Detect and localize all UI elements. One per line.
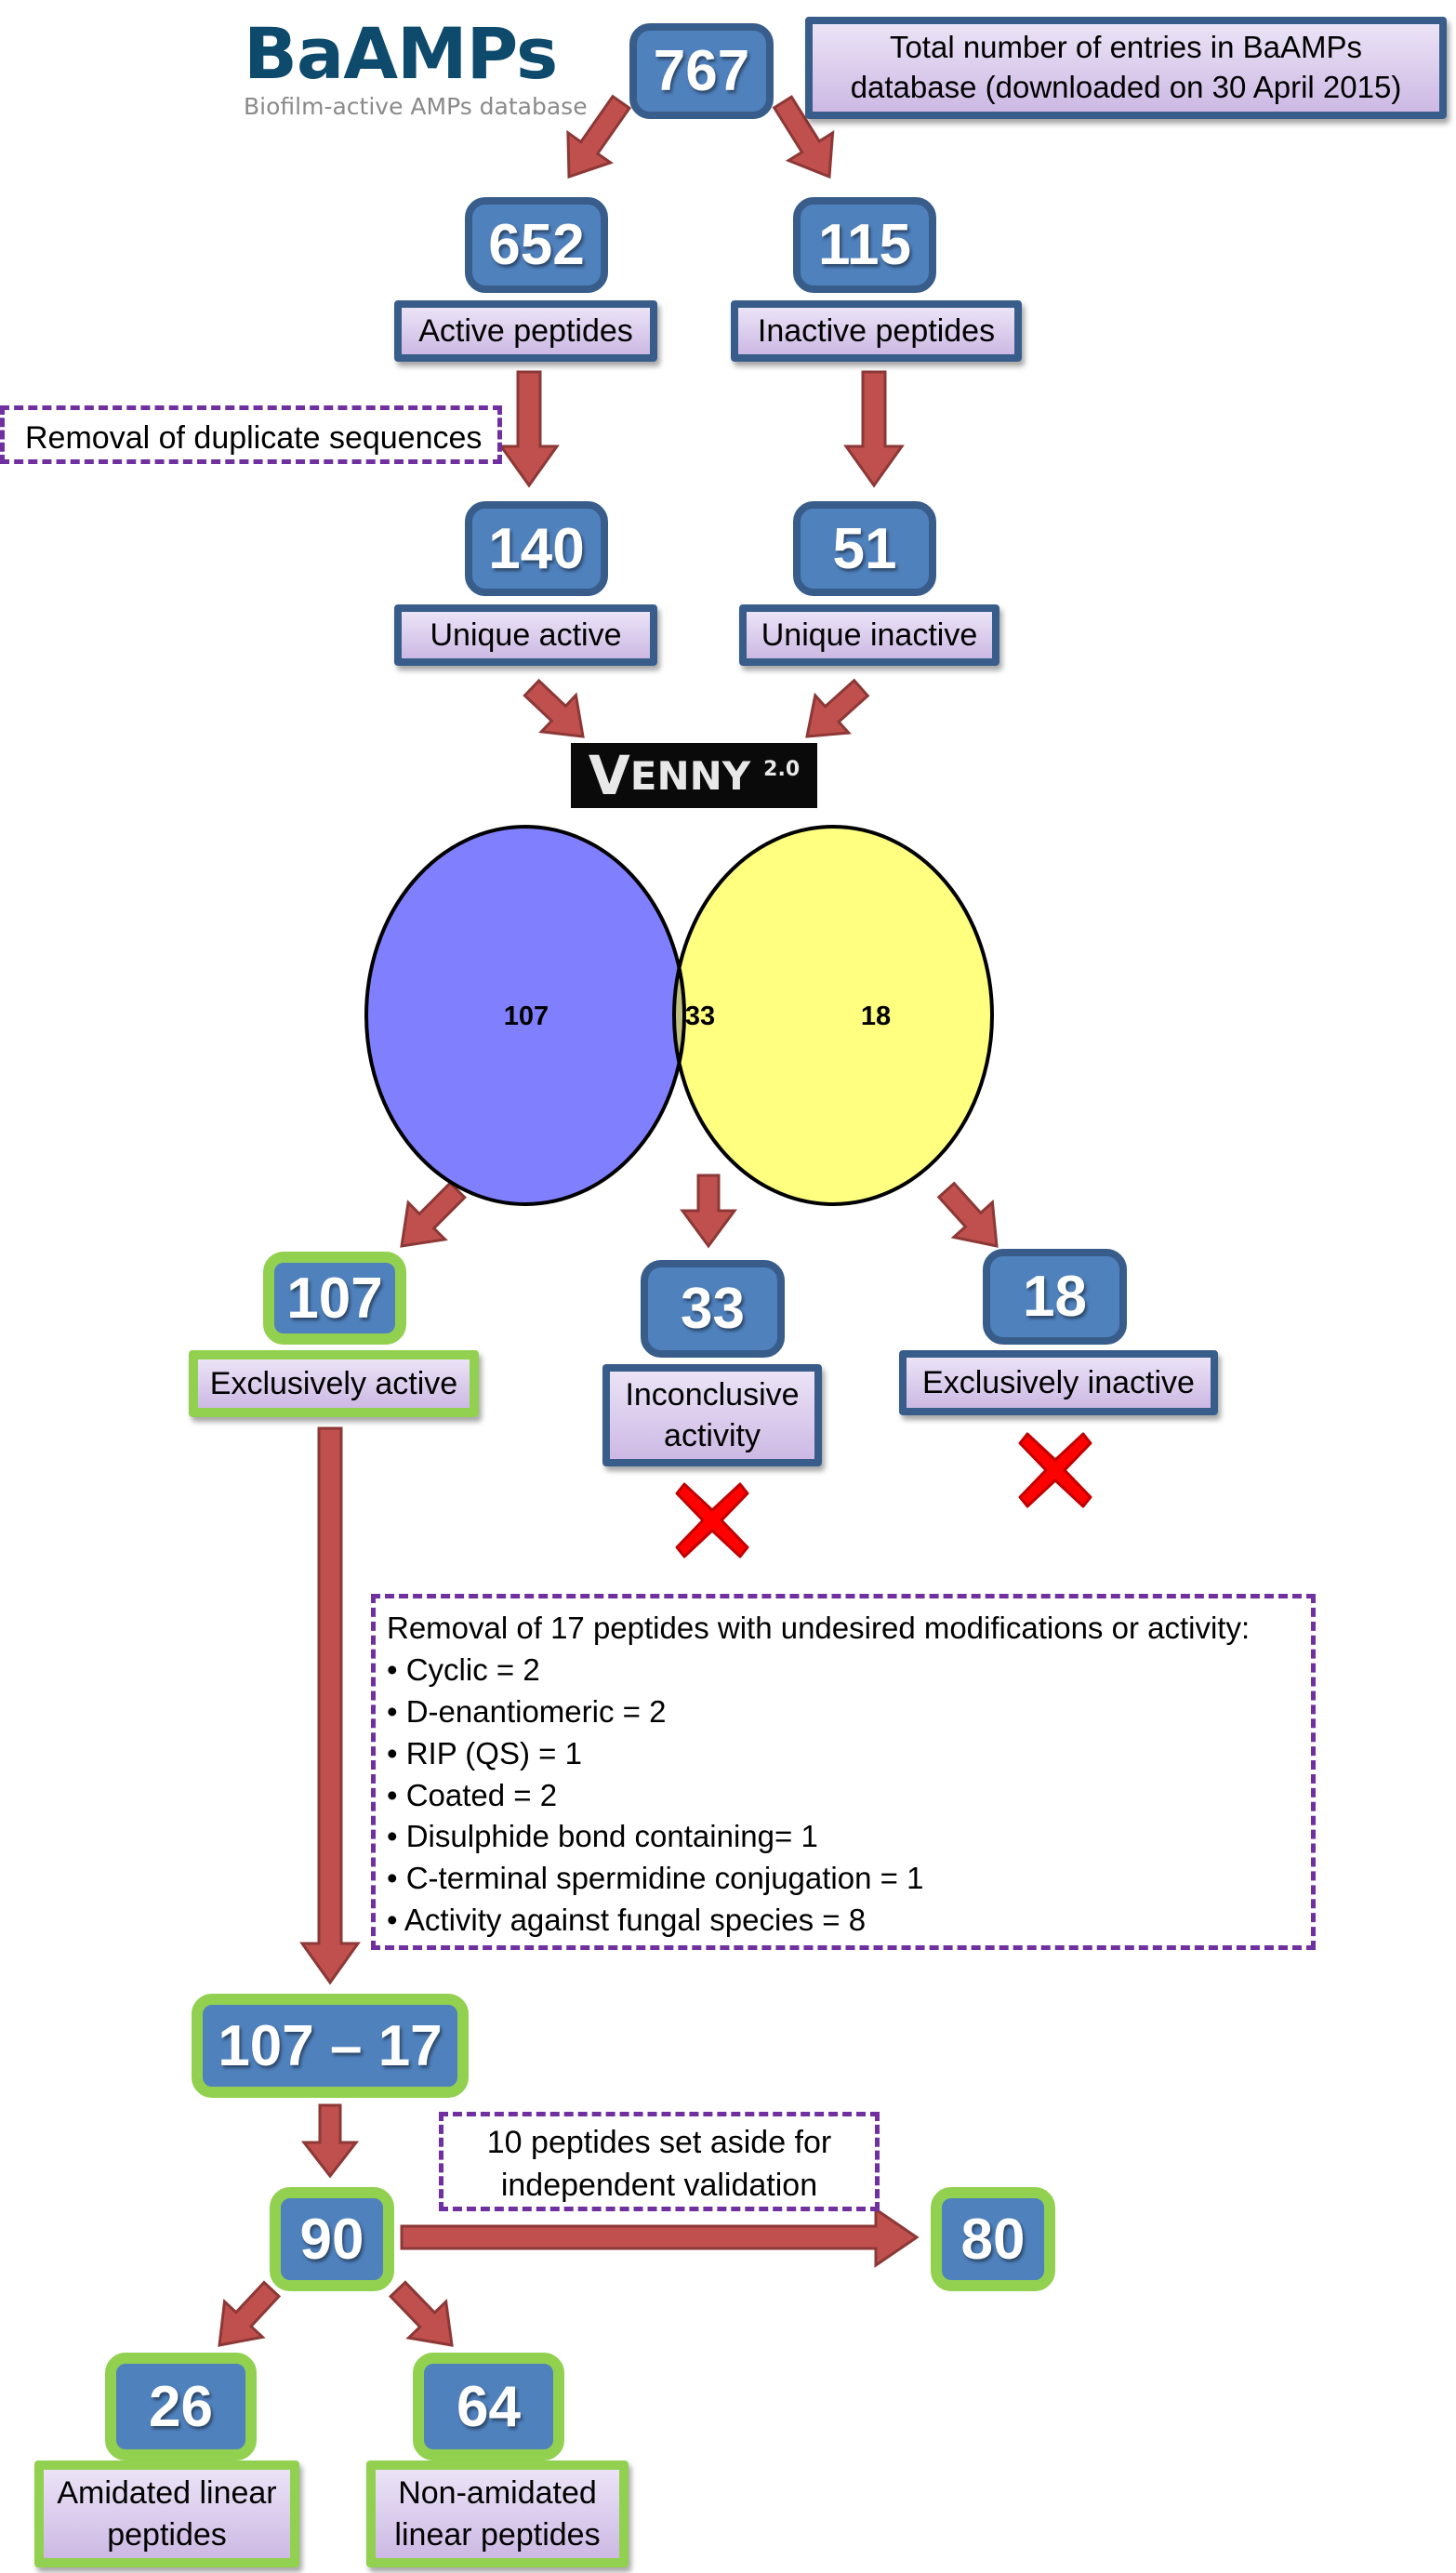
exclusive-inactive-label-box: Exclusively inactive bbox=[899, 1350, 1218, 1415]
venn-label-active-only: 107 bbox=[504, 1001, 549, 1031]
active-count-box: 652 bbox=[465, 197, 608, 293]
exclusive-active-count-box: 107 bbox=[263, 1252, 406, 1345]
removal-list-item: • Disulphide bond containing= 1 bbox=[387, 1819, 818, 1854]
exclusive-active-label-box: Exclusively active bbox=[189, 1350, 479, 1417]
venny-name-rest: ENNY bbox=[629, 752, 751, 799]
removal-list-item: • D-enantiomeric = 2 bbox=[387, 1693, 667, 1729]
removal-list-heading: Removal of 17 peptides with undesired mo… bbox=[387, 1611, 1251, 1645]
non-amidated-label-line1: Non-amidated bbox=[398, 2475, 597, 2512]
reject-x-icon-inactive bbox=[1018, 1432, 1092, 1508]
venn-set-inactive bbox=[674, 827, 992, 1204]
non-amidated-label-box: Non-amidated linear peptides bbox=[366, 2460, 629, 2567]
dedup-note: Removal of duplicate sequences bbox=[0, 405, 502, 464]
arrow-venn-to-exclusive-inactive bbox=[936, 1181, 999, 1248]
venn-diagram: 107 33 18 bbox=[364, 825, 994, 1206]
total-note-text: Total number of entries in BaAMPs databa… bbox=[850, 30, 1402, 104]
arrow-inactive-to-unique bbox=[843, 370, 905, 488]
validation-note-line2: independent validation bbox=[500, 2167, 818, 2203]
arrow-total-to-active bbox=[566, 94, 632, 179]
inactive-count-box: 115 bbox=[793, 197, 936, 293]
venn-label-overlap: 33 bbox=[685, 1001, 715, 1031]
removal-list-item: • RIP (QS) = 1 bbox=[387, 1735, 582, 1771]
total-count-box: 767 bbox=[629, 23, 774, 119]
arrow-final-to-non-amidated bbox=[388, 2280, 454, 2347]
reject-x-icon-inconclusive bbox=[675, 1482, 749, 1558]
validation-note: 10 peptides set aside for independent va… bbox=[439, 2112, 880, 2211]
final-count-box: 90 bbox=[270, 2187, 394, 2291]
removal-list-item: • Coated = 2 bbox=[387, 1777, 558, 1812]
arrow-final-to-amidated bbox=[218, 2280, 282, 2347]
inconclusive-label-line2: activity bbox=[664, 1418, 761, 1453]
unique-inactive-label-box: Unique inactive bbox=[739, 604, 999, 666]
training-count-box: 80 bbox=[931, 2187, 1055, 2291]
unique-active-count-box: 140 bbox=[465, 501, 608, 596]
removal-list-item: • Cyclic = 2 bbox=[387, 1651, 540, 1687]
unique-active-label-box: Unique active bbox=[394, 604, 657, 666]
venn-label-inactive-only: 18 bbox=[861, 1001, 891, 1031]
unique-inactive-count-box: 51 bbox=[793, 501, 936, 596]
removal-list-item: • Activity against fungal species = 8 bbox=[387, 1903, 867, 1938]
non-amidated-count-box: 64 bbox=[413, 2353, 564, 2460]
arrow-final-to-training bbox=[400, 2207, 920, 2268]
inactive-label-box: Inactive peptides bbox=[731, 300, 1022, 362]
arrow-subtraction-to-final bbox=[300, 2103, 360, 2179]
removal-list-box: Removal of 17 peptides with undesired mo… bbox=[371, 1594, 1316, 1950]
arrow-exclusive-to-subtraction bbox=[299, 1426, 361, 1985]
arrow-unique-active-to-venny bbox=[523, 678, 585, 738]
arrow-active-to-unique bbox=[498, 370, 560, 488]
venny-version: 2.0 bbox=[763, 757, 801, 781]
non-amidated-label-line2: linear peptides bbox=[394, 2516, 601, 2553]
logo-subtitle: Biofilm-active AMPs database bbox=[244, 93, 588, 120]
amidated-label-line2: peptides bbox=[107, 2516, 227, 2553]
venny-first-letter: V bbox=[588, 744, 630, 807]
total-note-box: Total number of entries in BaAMPs databa… bbox=[805, 17, 1447, 119]
arrow-venn-to-exclusive-active bbox=[400, 1181, 467, 1248]
arrow-total-to-inactive bbox=[772, 95, 835, 179]
inconclusive-label-line1: Inconclusive bbox=[625, 1376, 800, 1412]
amidated-count-box: 26 bbox=[105, 2353, 257, 2460]
logo-title: BaAMPs bbox=[244, 12, 558, 95]
inconclusive-count-box: 33 bbox=[641, 1260, 785, 1358]
inconclusive-label-box: Inconclusive activity bbox=[602, 1364, 822, 1466]
arrow-unique-inactive-to-venny bbox=[805, 678, 870, 738]
subtraction-box: 107 – 17 bbox=[192, 1994, 469, 2098]
exclusive-inactive-count-box: 18 bbox=[983, 1249, 1127, 1345]
amidated-label-line1: Amidated linear bbox=[57, 2475, 277, 2512]
validation-note-line1: 10 peptides set aside for bbox=[486, 2125, 832, 2160]
active-label-box: Active peptides bbox=[394, 300, 657, 362]
amidated-label-box: Amidated linear peptides bbox=[34, 2460, 299, 2567]
arrow-venn-to-inconclusive bbox=[680, 1174, 737, 1249]
venn-set-active bbox=[366, 827, 684, 1204]
removal-list-item: • C-terminal spermidine conjugation = 1 bbox=[387, 1861, 924, 1896]
